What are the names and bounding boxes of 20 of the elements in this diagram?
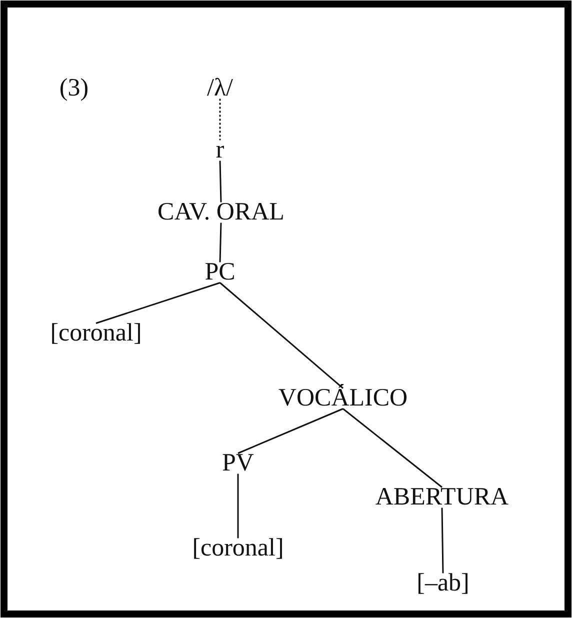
tree-branch bbox=[237, 474, 239, 538]
tree-node-label: CAV. ORAL bbox=[158, 198, 284, 226]
tree-branch bbox=[219, 222, 222, 262]
tree-node-label: [–ab] bbox=[416, 569, 470, 597]
example-number: (3) bbox=[59, 74, 89, 102]
tree-branch bbox=[441, 508, 444, 574]
tree-node-label: PC bbox=[204, 258, 236, 286]
tree-node-label: ABERTURA bbox=[375, 483, 509, 511]
tree-branch bbox=[96, 282, 220, 324]
tree-node-label: VOCÁLICO bbox=[278, 384, 408, 412]
tree-node-label: /λ/ bbox=[207, 74, 233, 102]
tree-node-label: [coronal] bbox=[192, 534, 284, 562]
tree-branch bbox=[220, 282, 344, 389]
tree-branch bbox=[219, 98, 221, 140]
tree-branch bbox=[219, 160, 222, 202]
tree-node-label: r bbox=[216, 136, 224, 164]
tree-node-label: [coronal] bbox=[50, 319, 142, 347]
tree-node-label: PV bbox=[222, 449, 254, 477]
tree-branch bbox=[342, 408, 442, 488]
tree-branch bbox=[238, 408, 344, 454]
